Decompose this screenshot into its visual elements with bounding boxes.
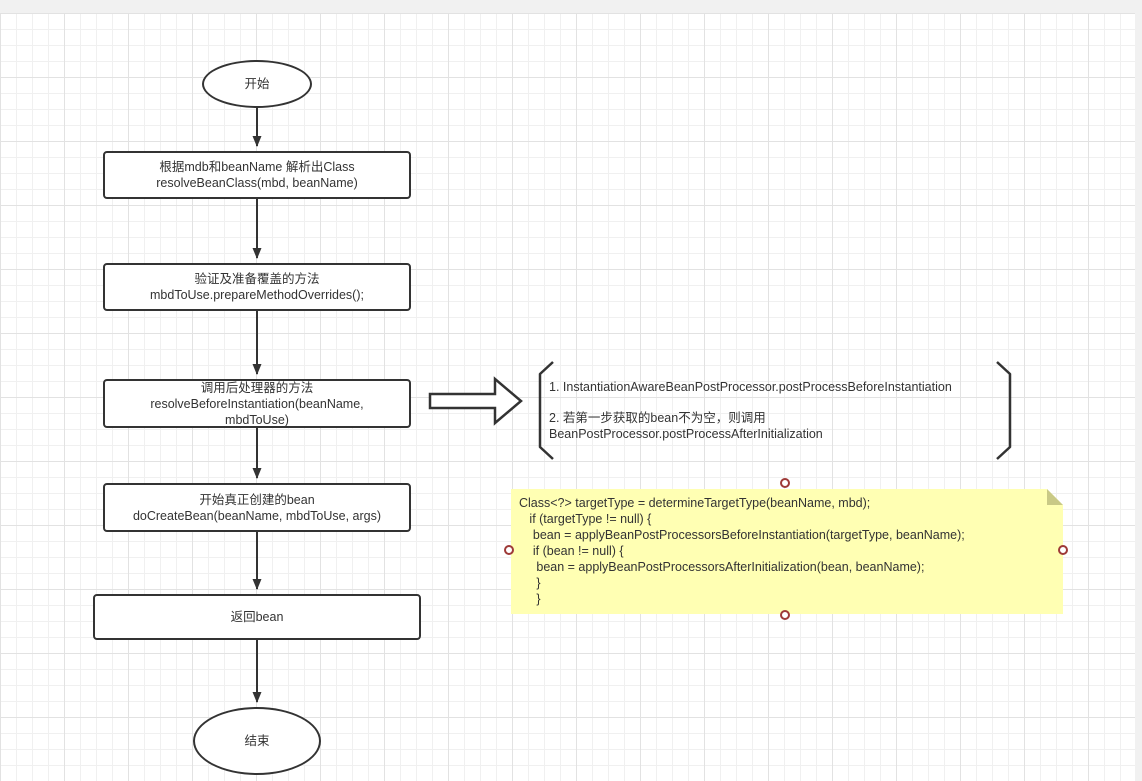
window-top-strip	[0, 0, 1142, 13]
step-box-resolve-before-instantiation[interactable]: 调用后处理器的方法 resolveBeforeInstantiation(bea…	[103, 379, 411, 428]
end-ellipse[interactable]: 结束	[193, 707, 321, 775]
connection-handle-left[interactable]	[504, 545, 514, 555]
block-arrow-right[interactable]	[428, 376, 523, 426]
step-line: 开始真正创建的bean	[199, 492, 315, 507]
grid-canvas[interactable]: 开始 根据mdb和beanName 解析出Class resolveBeanCl…	[0, 13, 1142, 781]
step-line: 调用后处理器的方法	[200, 380, 314, 395]
step-line: doCreateBean(beanName, mbdToUse, args)	[132, 508, 382, 523]
scrollbar-track[interactable]	[1135, 13, 1142, 781]
bracket-annotation-line2: 2. 若第一步获取的bean不为空，则调用	[549, 411, 766, 425]
step-box-resolve-bean-class[interactable]: 根据mdb和beanName 解析出Class resolveBeanClass…	[103, 151, 411, 199]
step-line: resolveBeanClass(mbd, beanName)	[156, 176, 358, 190]
connection-handle-bottom[interactable]	[780, 610, 790, 620]
step-line: 根据mdb和beanName 解析出Class	[159, 160, 355, 174]
step-line: 返回bean	[230, 610, 284, 624]
step-line: resolveBeforeInstantiation(beanName,	[150, 396, 364, 411]
step-line: mbdToUse.prepareMethodOverrides();	[150, 288, 364, 302]
connection-handle-right[interactable]	[1058, 545, 1068, 555]
start-ellipse[interactable]: 开始	[202, 60, 312, 108]
sticky-note-code[interactable]: Class<?> targetType = determineTargetTyp…	[511, 489, 1063, 614]
sticky-note-fold-corner	[1047, 489, 1063, 505]
step-box-do-create-bean[interactable]: 开始真正创建的bean doCreateBean(beanName, mbdTo…	[103, 483, 411, 532]
sticky-note-code-text: Class<?> targetType = determineTargetTyp…	[519, 496, 965, 606]
end-label: 结束	[244, 734, 270, 748]
bracket-annotation-line1: 1. InstantiationAwareBeanPostProcessor.p…	[549, 380, 952, 394]
step-box-prepare-method-overrides[interactable]: 验证及准备覆盖的方法 mbdToUse.prepareMethodOverrid…	[103, 263, 411, 311]
bracket-annotation[interactable]: 1. InstantiationAwareBeanPostProcessor.p…	[549, 379, 1005, 442]
start-label: 开始	[244, 77, 270, 91]
step-line: 验证及准备覆盖的方法	[194, 272, 320, 286]
step-line: mbdToUse)	[225, 412, 289, 427]
bracket-annotation-line3: BeanPostProcessor.postProcessAfterInitia…	[549, 427, 823, 441]
step-box-return-bean[interactable]: 返回bean	[93, 594, 421, 640]
connection-handle-top[interactable]	[780, 478, 790, 488]
